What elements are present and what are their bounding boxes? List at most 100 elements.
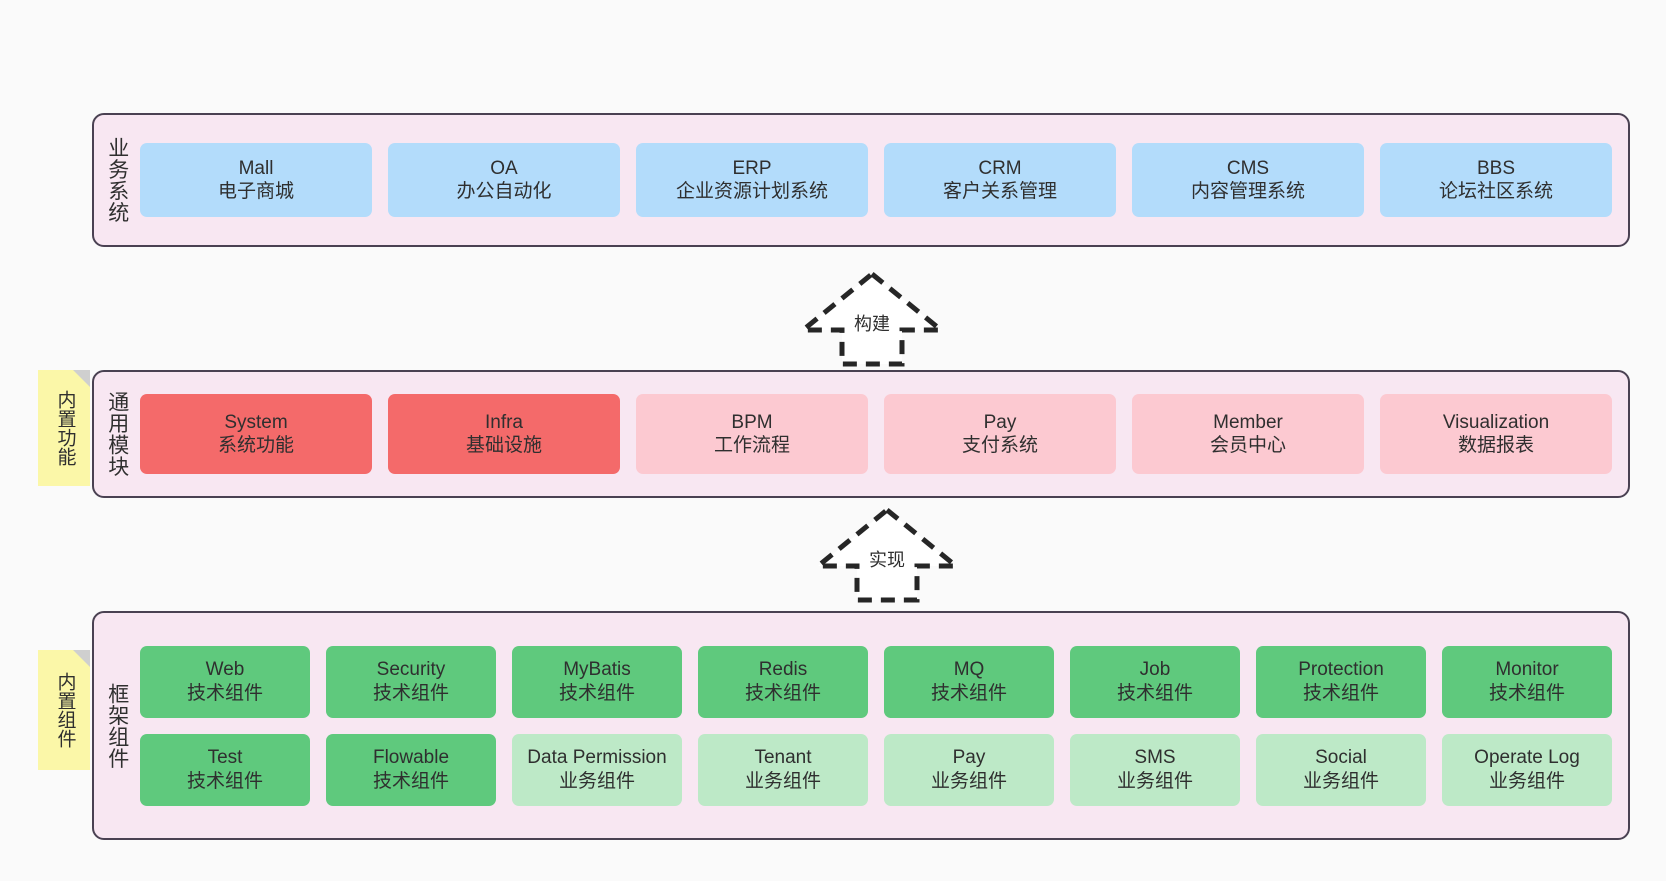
node-security-en: Security [376,659,446,681]
node-pay-component-en: Pay [952,747,986,769]
node-bpm-cn: 工作流程 [713,435,790,456]
node-member-en: Member [1213,411,1283,433]
node-social-cn: 业务组件 [1302,770,1379,792]
layer-framework-title: 框架组件 [105,682,129,769]
node-job-en: Job [1139,659,1171,681]
node-redis[interactable]: Redis 技术组件 [698,645,868,718]
node-cms-cn: 内容管理系统 [1190,181,1305,202]
node-mall[interactable]: Mall 电子商城 [140,143,372,217]
node-mall-cn: 电子商城 [217,181,294,202]
note-builtin-features: 内置功能 [38,370,90,486]
layer-framework: 框架组件 Web 技术组件 Security 技术组件 MyBatis 技术组件… [92,611,1630,840]
layer-business-row: Mall 电子商城 OA 办公自动化 ERP 企业资源计划系统 CRM 客户关系… [140,143,1612,217]
note-builtin-components-label: 内置组件 [54,672,76,748]
node-data-permission-en: Data Permission [527,747,667,769]
node-mall-en: Mall [238,157,274,179]
node-member[interactable]: Member 会员中心 [1132,394,1364,474]
node-monitor-en: Monitor [1495,659,1559,681]
connector-build-arrow-icon [797,270,947,367]
node-infra[interactable]: Infra 基础设施 [388,394,620,474]
node-sms-en: SMS [1134,747,1176,769]
node-mq-en: MQ [953,659,985,681]
node-operate-log-en: Operate Log [1474,747,1580,769]
node-job[interactable]: Job 技术组件 [1070,645,1240,718]
node-pay-module-en: Pay [983,411,1017,433]
node-bbs-cn: 论坛社区系统 [1438,181,1553,202]
node-operate-log[interactable]: Operate Log 业务组件 [1442,733,1612,806]
node-protection-cn: 技术组件 [1302,682,1379,704]
layer-framework-row-technical: Web 技术组件 Security 技术组件 MyBatis 技术组件 Redi… [140,645,1612,718]
node-mq[interactable]: MQ 技术组件 [884,645,1054,718]
node-web-en: Web [205,659,245,681]
node-mq-cn: 技术组件 [930,682,1007,704]
node-protection[interactable]: Protection 技术组件 [1256,645,1426,718]
node-pay-module-cn: 支付系统 [961,435,1038,456]
node-system[interactable]: System 系统功能 [140,394,372,474]
node-test-cn: 技术组件 [186,770,263,792]
node-tenant-cn: 业务组件 [744,770,821,792]
layer-framework-row-business: Test 技术组件 Flowable 技术组件 Data Permission … [140,733,1612,806]
node-protection-en: Protection [1298,659,1384,681]
node-test-en: Test [207,747,243,769]
node-system-cn: 系统功能 [217,435,294,456]
note-builtin-features-label: 内置功能 [54,390,76,466]
node-sms[interactable]: SMS 业务组件 [1070,733,1240,806]
node-oa[interactable]: OA 办公自动化 [388,143,620,217]
connector-implement-arrow-icon [812,506,962,603]
node-mybatis-cn: 技术组件 [558,682,635,704]
node-cms-en: CMS [1226,157,1270,179]
node-tenant-en: Tenant [754,747,812,769]
layer-business-title: 业务系统 [105,137,129,223]
node-security-cn: 技术组件 [372,682,449,704]
connector-implement: 实现 [812,504,962,604]
layer-framework-body: Web 技术组件 Security 技术组件 MyBatis 技术组件 Redi… [140,613,1628,838]
node-data-permission[interactable]: Data Permission 业务组件 [512,733,682,806]
node-mybatis[interactable]: MyBatis 技术组件 [512,645,682,718]
node-infra-en: Infra [484,411,524,433]
node-bpm-en: BPM [731,411,773,433]
node-bbs-en: BBS [1476,157,1516,179]
node-visualization-cn: 数据报表 [1457,435,1534,456]
node-web-cn: 技术组件 [186,682,263,704]
node-erp-en: ERP [732,157,772,179]
node-pay-component[interactable]: Pay 业务组件 [884,733,1054,806]
node-visualization[interactable]: Visualization 数据报表 [1380,394,1612,474]
node-social[interactable]: Social 业务组件 [1256,733,1426,806]
note-builtin-components: 内置组件 [38,650,90,770]
node-cms[interactable]: CMS 内容管理系统 [1132,143,1364,217]
node-tenant[interactable]: Tenant 业务组件 [698,733,868,806]
node-data-permission-cn: 业务组件 [558,770,635,792]
node-monitor-cn: 技术组件 [1488,682,1565,704]
layer-modules-row: System 系统功能 Infra 基础设施 BPM 工作流程 Pay 支付系统… [140,394,1612,474]
node-crm-en: CRM [978,157,1022,179]
layer-modules: 通用模块 System 系统功能 Infra 基础设施 BPM 工作流程 Pay… [92,370,1630,498]
node-job-cn: 技术组件 [1116,682,1193,704]
node-security[interactable]: Security 技术组件 [326,645,496,718]
node-bpm[interactable]: BPM 工作流程 [636,394,868,474]
node-operate-log-cn: 业务组件 [1488,770,1565,792]
connector-build: 构建 [797,268,947,368]
node-monitor[interactable]: Monitor 技术组件 [1442,645,1612,718]
node-redis-cn: 技术组件 [744,682,821,704]
layer-business: 业务系统 Mall 电子商城 OA 办公自动化 ERP 企业资源计划系统 CRM… [92,113,1630,247]
node-flowable-en: Flowable [372,747,450,769]
node-flowable[interactable]: Flowable 技术组件 [326,733,496,806]
node-crm[interactable]: CRM 客户关系管理 [884,143,1116,217]
node-system-en: System [224,411,288,433]
node-visualization-en: Visualization [1442,411,1550,433]
node-oa-cn: 办公自动化 [456,181,552,202]
layer-modules-title: 通用模块 [105,391,129,477]
node-erp[interactable]: ERP 企业资源计划系统 [636,143,868,217]
layer-business-body: Mall 电子商城 OA 办公自动化 ERP 企业资源计划系统 CRM 客户关系… [140,115,1628,245]
node-infra-cn: 基础设施 [465,435,542,456]
node-pay-module[interactable]: Pay 支付系统 [884,394,1116,474]
node-test[interactable]: Test 技术组件 [140,733,310,806]
layer-modules-body: System 系统功能 Infra 基础设施 BPM 工作流程 Pay 支付系统… [140,372,1628,496]
node-member-cn: 会员中心 [1209,435,1286,456]
node-pay-component-cn: 业务组件 [930,770,1007,792]
node-sms-cn: 业务组件 [1116,770,1193,792]
node-web[interactable]: Web 技术组件 [140,645,310,718]
node-bbs[interactable]: BBS 论坛社区系统 [1380,143,1612,217]
node-social-en: Social [1315,747,1367,769]
